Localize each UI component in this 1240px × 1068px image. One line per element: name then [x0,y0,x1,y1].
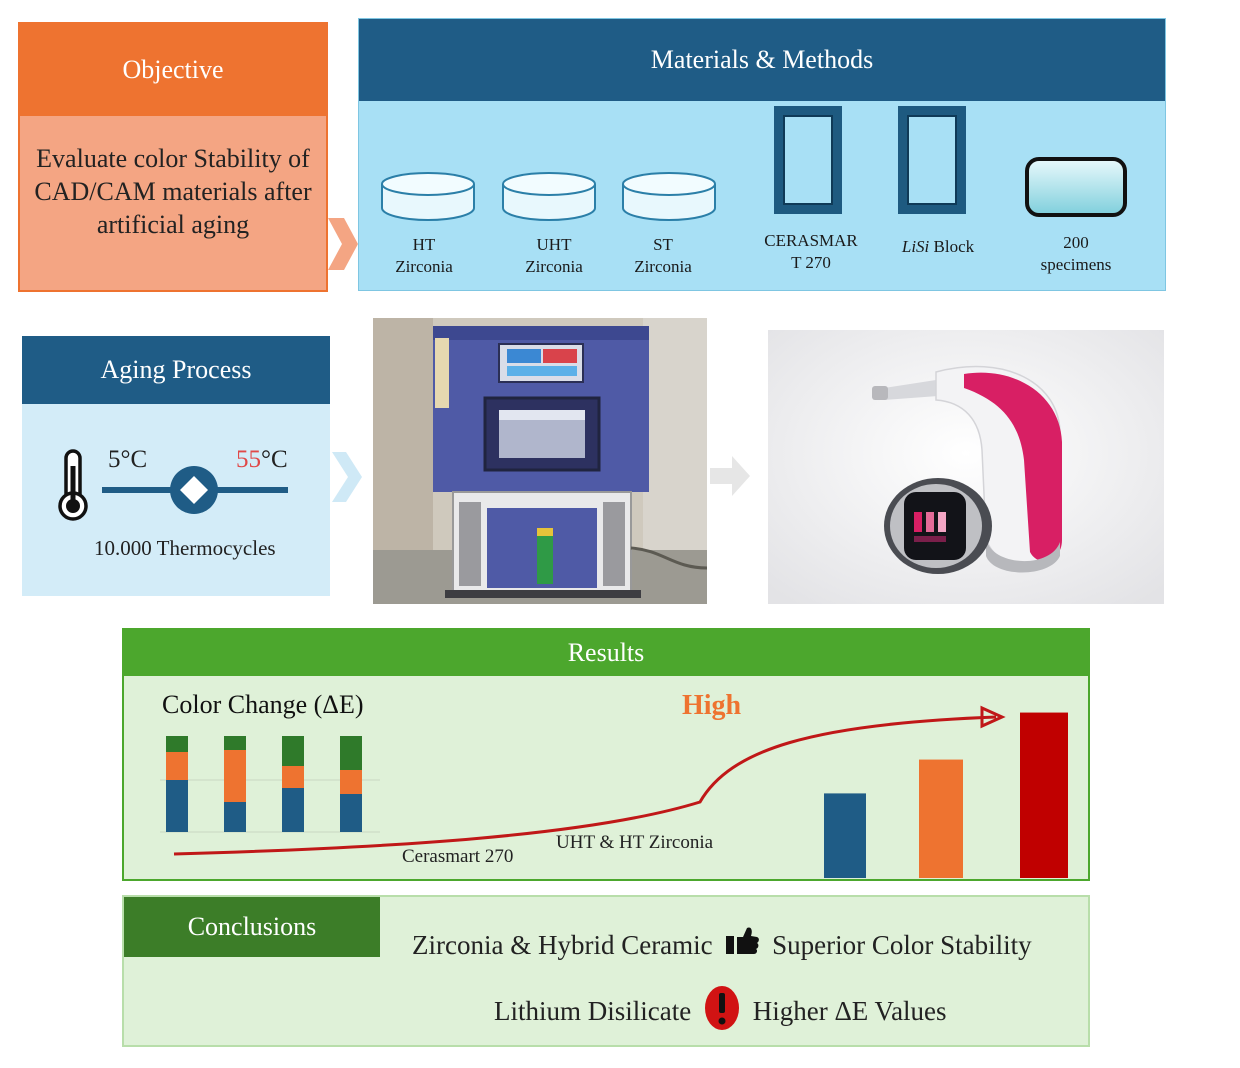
disc-icon [622,172,716,221]
curve-label-cerasmart: Cerasmart 270 [402,846,514,867]
alert-icon [704,986,739,1030]
material-label-st: ST Zirconia [634,235,692,276]
block-icon [774,106,842,214]
chart-title: Color Change (ΔE) [162,690,364,719]
spectrophotometer-image [768,330,1164,604]
thumbs-up-icon [726,927,760,954]
material-label-specimens: 200 specimens [1040,233,1112,274]
material-label-lisi: LiSi Block [901,237,975,256]
conclusion-line-2: Lithium Disilicate Higher ΔE Values [494,984,947,1032]
aging-header: Aging Process [22,336,330,404]
conclusions-header: Conclusions [124,897,380,957]
high-label: High [682,690,742,721]
result-bar-1 [824,793,866,878]
arrow-right-icon [332,452,362,502]
temp-high-label: 55°C [236,446,288,473]
objective-text: Evaluate color Stability of CAD/CAM mate… [34,144,312,239]
disc-icon [381,172,475,221]
conclusion-1-subject: Zirconia & Hybrid Ceramic [412,930,713,960]
aging-title: Aging Process [100,355,252,384]
thermometer-icon [58,449,88,521]
arrow-right-icon [328,218,358,270]
thermocycling-machine-image [373,318,707,604]
material-label-cerasmart: CERASMAR T 270 [764,231,858,272]
results-panel: Results [122,628,1090,881]
conclusion-1-result: Superior Color Stability [772,930,1032,960]
thermocycles-label: 10.000 Thermocycles [94,536,276,560]
conclusion-2-result: Higher ΔE Values [752,996,947,1026]
objective-panel: Objective Evaluate color Stability of CA… [18,22,328,292]
curve-label-zirconia: UHT & HT Zirconia [556,832,714,853]
materials-panel: Materials & Methods [358,18,1166,291]
stacked-bars-icon [160,736,380,833]
objective-header: Objective [20,24,326,116]
materials-title: Materials & Methods [650,45,874,74]
arrow-right-icon [710,456,750,496]
material-label-ht: HT Zirconia [395,235,453,276]
disc-icon [502,172,596,221]
temperature-slider-graphic [102,466,288,514]
aging-panel: Aging Process [22,336,330,596]
conclusions-title: Conclusions [187,912,317,941]
conclusion-line-1: Zirconia & Hybrid Ceramic Superior Color… [412,926,1032,961]
results-header: Results [124,630,1088,676]
result-bar-3 [1020,712,1068,878]
materials-header: Materials & Methods [359,19,1165,101]
result-bar-2 [919,759,963,878]
conclusion-2-subject: Lithium Disilicate [494,996,692,1026]
trend-curve [173,705,1006,856]
results-bar-chart [824,712,1068,878]
results-title: Results [567,638,645,667]
objective-title: Objective [122,55,224,84]
block-icon [898,106,966,214]
material-label-uht: UHT Zirconia [525,235,583,276]
specimen-icon [1025,157,1127,217]
temp-low-label: 5°C [108,446,148,473]
